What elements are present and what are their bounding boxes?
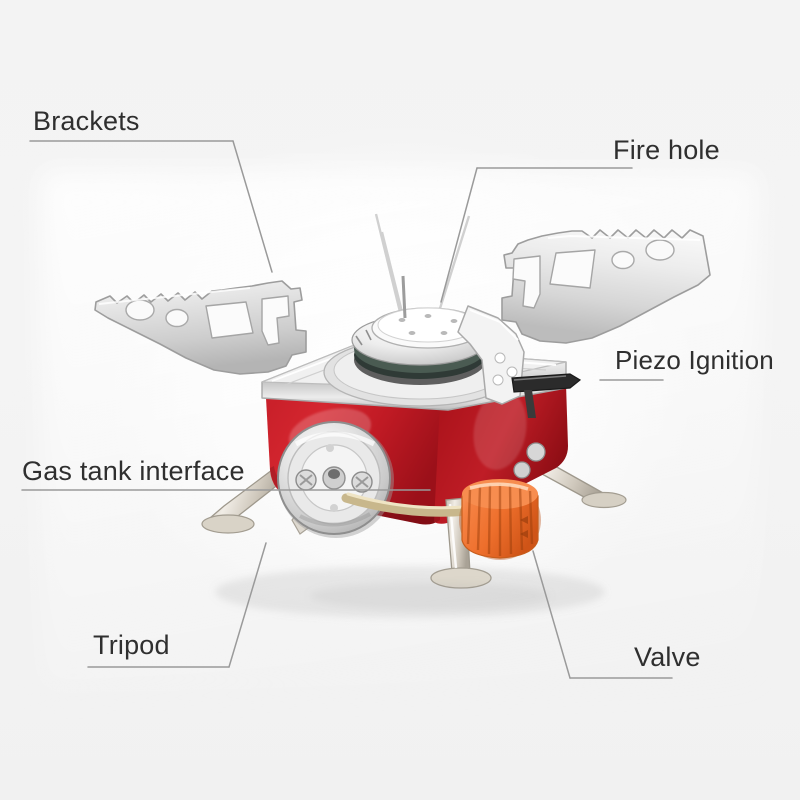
label-brackets: Brackets: [33, 106, 140, 136]
burner-head: [351, 275, 489, 385]
knob-ribs: [466, 484, 534, 556]
label-valve: Valve: [634, 642, 701, 672]
label-gas-tank-interface: Gas tank interface: [22, 456, 245, 486]
tripod-leg-left: [201, 469, 286, 534]
valve-knob: [459, 479, 541, 560]
spark-electrode: [401, 275, 407, 319]
wind-shield: [457, 305, 525, 405]
label-fire-hole: Fire hole: [613, 135, 720, 165]
left-bracket: [94, 280, 307, 375]
burner-cap-vents: [398, 314, 458, 335]
gas-tank-interface-disc: [277, 421, 394, 538]
piezo-ignition-lever: [511, 373, 582, 479]
label-tripod: Tripod: [93, 630, 170, 660]
right-bracket: [501, 229, 711, 344]
label-piezo-ignition: Piezo Ignition: [615, 345, 774, 375]
spark-wires: [374, 213, 471, 321]
